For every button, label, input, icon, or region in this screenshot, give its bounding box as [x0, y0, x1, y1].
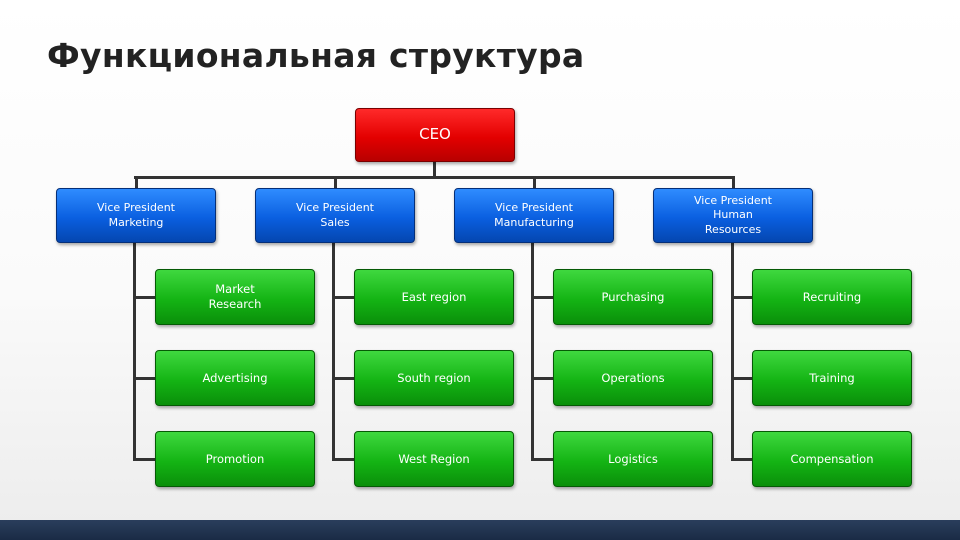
- unit-box: West Region: [354, 431, 514, 487]
- unit-box: Logistics: [553, 431, 713, 487]
- unit-connector: [332, 458, 354, 461]
- vp-drop-connector: [334, 176, 337, 188]
- unit-connector: [133, 458, 155, 461]
- unit-connector: [133, 296, 155, 299]
- unit-box: Promotion: [155, 431, 315, 487]
- ceo-box: CEO: [355, 108, 515, 162]
- unit-connector: [332, 377, 354, 380]
- vp-drop-connector: [135, 176, 138, 188]
- unit-connector: [531, 296, 553, 299]
- department-spine-connector: [731, 243, 734, 460]
- ceo-connector: [433, 162, 436, 176]
- vp-box: Vice President Human Resources: [653, 188, 813, 243]
- vp-drop-connector: [533, 176, 536, 188]
- unit-connector: [531, 458, 553, 461]
- unit-box: East region: [354, 269, 514, 325]
- vp-box: Vice President Sales: [255, 188, 415, 243]
- department-spine-connector: [531, 243, 534, 460]
- department-spine-connector: [133, 243, 136, 460]
- unit-box: Compensation: [752, 431, 912, 487]
- unit-connector: [332, 296, 354, 299]
- unit-connector: [133, 377, 155, 380]
- department-spine-connector: [332, 243, 335, 460]
- vp-box: Vice President Marketing: [56, 188, 216, 243]
- vp-box: Vice President Manufacturing: [454, 188, 614, 243]
- unit-box: South region: [354, 350, 514, 406]
- unit-connector: [731, 296, 752, 299]
- page-title: Функциональная структура: [47, 36, 585, 75]
- vp-bus-connector: [134, 176, 734, 179]
- unit-connector: [531, 377, 553, 380]
- unit-box: Training: [752, 350, 912, 406]
- unit-box: Market Research: [155, 269, 315, 325]
- unit-box: Purchasing: [553, 269, 713, 325]
- unit-box: Operations: [553, 350, 713, 406]
- footer-bar: [0, 520, 960, 540]
- unit-box: Advertising: [155, 350, 315, 406]
- unit-box: Recruiting: [752, 269, 912, 325]
- vp-drop-connector: [732, 176, 735, 188]
- unit-connector: [731, 458, 752, 461]
- unit-connector: [731, 377, 752, 380]
